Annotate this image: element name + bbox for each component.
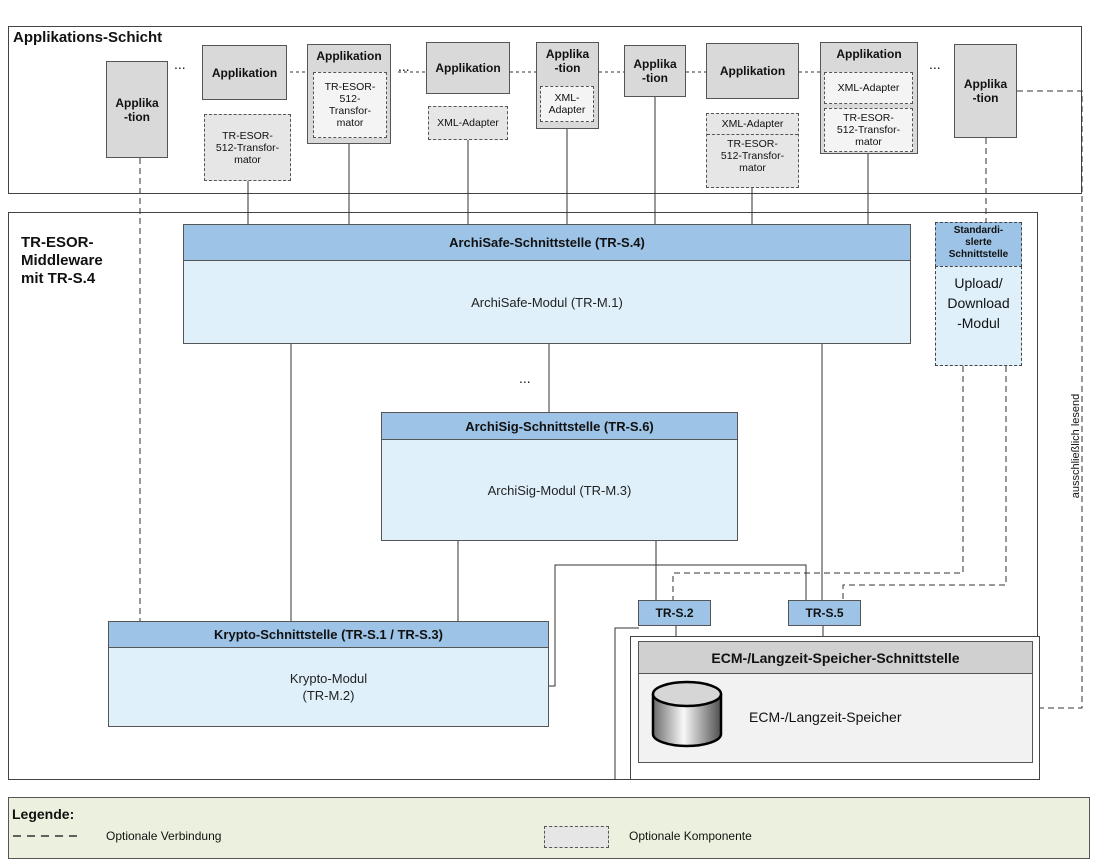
std-interface: Standardi- slerte Schnittstelle bbox=[935, 222, 1022, 267]
legend-dashed-line-icon bbox=[13, 835, 77, 837]
legend-optional-component-icon bbox=[544, 826, 609, 848]
component-transformer-3: TR-ESOR- 512- Transfor- mator bbox=[313, 72, 387, 138]
middleware-ellipsis: ... bbox=[519, 370, 531, 386]
archisig-module: ArchiSig-Modul (TR-M.3) bbox=[381, 439, 738, 541]
krypto-interface: Krypto-Schnittstelle (TR-S.1 / TR-S.3) bbox=[108, 621, 549, 648]
middleware-title: TR-ESOR- Middleware mit TR-S.4 bbox=[21, 234, 103, 287]
app-3-label: Applikation bbox=[316, 49, 382, 63]
krypto-module: Krypto-Modul (TR-M.2) bbox=[108, 647, 549, 727]
trs5-interface: TR-S.5 bbox=[788, 600, 861, 626]
legend-optional-connection: Optionale Verbindung bbox=[106, 829, 222, 843]
middleware-frame bbox=[8, 212, 1038, 780]
archisafe-module: ArchiSafe-Modul (TR-M.1) bbox=[183, 260, 911, 344]
legend: Legende: Optionale Verbindung Optionale … bbox=[8, 797, 1090, 859]
ellipsis-2: ... bbox=[398, 58, 410, 74]
read-only-label: ausschließlich lesend bbox=[1070, 393, 1082, 499]
application-layer-title: Applikations-Schicht bbox=[13, 29, 163, 46]
app-6: Applika -tion bbox=[624, 45, 686, 97]
storage-label: ECM-/Langzeit-Speicher bbox=[749, 709, 902, 725]
legend-optional-component: Optionale Komponente bbox=[629, 829, 752, 843]
component-xml-adapter-5: XML- Adapter bbox=[540, 86, 594, 122]
storage-interface: ECM-/Langzeit-Speicher-Schnittstelle bbox=[638, 641, 1033, 674]
upload-download-module: Upload/ Download -Modul bbox=[935, 266, 1022, 366]
app-2: Applikation bbox=[202, 45, 287, 100]
component-xml-adapter-8: XML-Adapter bbox=[824, 72, 913, 104]
app-5-label: Applika -tion bbox=[545, 47, 590, 75]
component-transformer-8: TR-ESOR- 512-Transfor- mator bbox=[824, 108, 913, 152]
legend-title: Legende: bbox=[12, 806, 75, 822]
database-icon bbox=[651, 680, 723, 748]
archisig-interface: ArchiSig-Schnittstelle (TR-S.6) bbox=[381, 412, 738, 440]
app-7: Applikation bbox=[706, 43, 799, 99]
app-4: Applikation bbox=[426, 42, 510, 94]
component-xml-adapter-4: XML-Adapter bbox=[428, 106, 508, 140]
ellipsis-1: ... bbox=[174, 56, 186, 72]
component-transformer-7-label: TR-ESOR- 512-Transfor- mator bbox=[707, 134, 798, 174]
component-transformer-2: TR-ESOR- 512-Transfor- mator bbox=[204, 114, 291, 181]
app-8-label: Applikation bbox=[836, 47, 902, 61]
app-1: Applika -tion bbox=[106, 61, 168, 158]
trs2-interface: TR-S.2 bbox=[638, 600, 711, 626]
component-xml-adapter-7: XML-Adapter TR-ESOR- 512-Transfor- mator bbox=[706, 113, 799, 188]
ellipsis-3: ... bbox=[929, 56, 941, 72]
archisafe-interface: ArchiSafe-Schnittstelle (TR-S.4) bbox=[183, 224, 911, 261]
component-xml-adapter-7-label: XML-Adapter bbox=[721, 118, 784, 130]
app-9: Applika -tion bbox=[954, 44, 1017, 138]
